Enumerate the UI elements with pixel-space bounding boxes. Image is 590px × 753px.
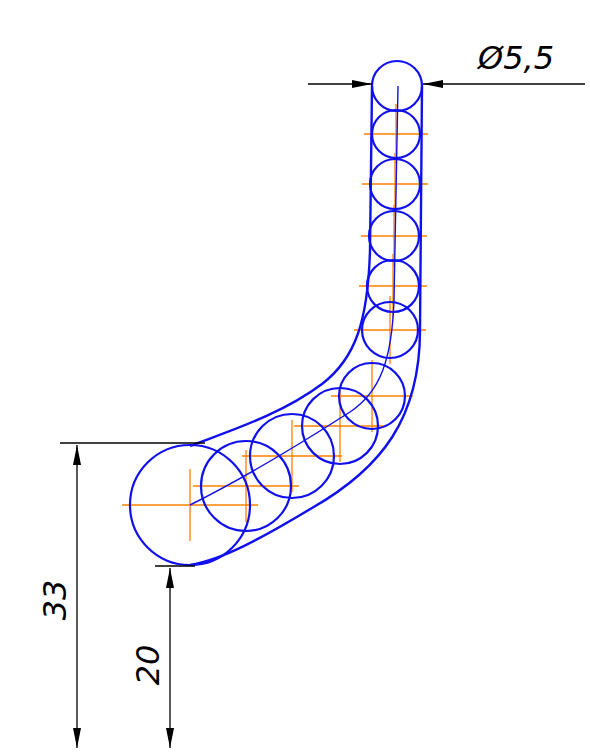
section-circles (130, 61, 422, 565)
section-circle (367, 260, 419, 312)
section-circle (369, 211, 419, 261)
section-circle (302, 388, 378, 464)
section-circle (362, 302, 418, 358)
dimension-value: 20 (132, 645, 164, 686)
dimension-value: Ø5,5 (478, 42, 554, 74)
center-marks (122, 104, 428, 541)
center-mark (242, 420, 342, 492)
dimension-value: 33 (39, 580, 71, 621)
section-circle (339, 363, 405, 429)
dimension-lines (60, 84, 585, 748)
section-circle (370, 159, 420, 209)
tube-outline (190, 86, 422, 565)
center-mark (364, 104, 428, 164)
section-circle (372, 110, 420, 158)
